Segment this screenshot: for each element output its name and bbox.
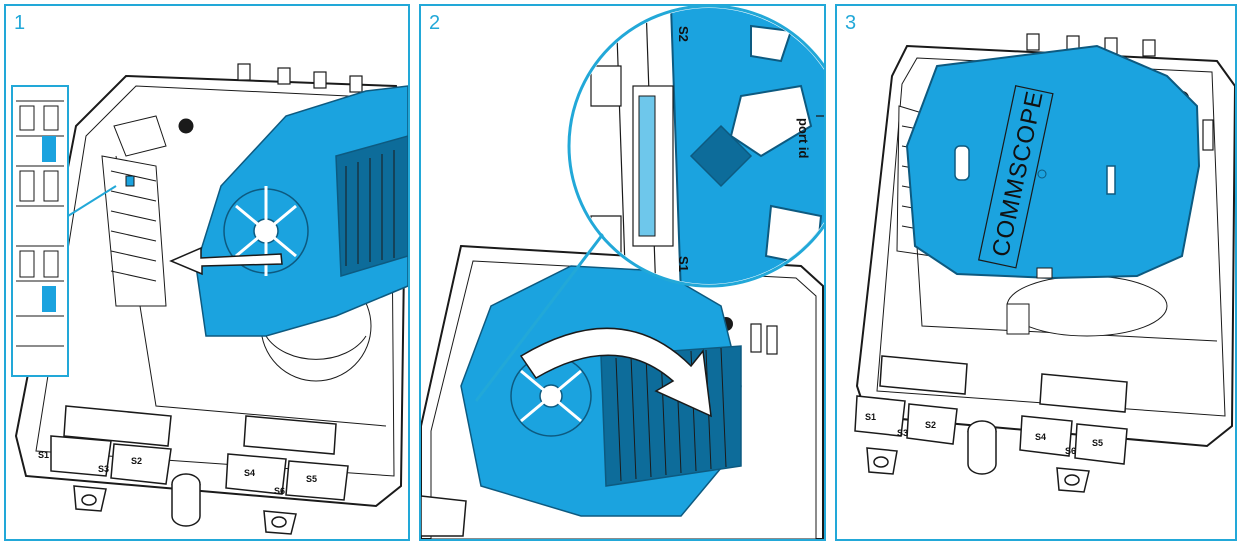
- label-s5: S5: [306, 474, 317, 484]
- label-s2: S2: [131, 456, 142, 466]
- label-s5: S5: [1092, 438, 1103, 448]
- splice-holders: [101, 155, 167, 307]
- label-s1: S1: [38, 450, 49, 460]
- right-clips: [750, 323, 778, 355]
- step-3-illustration: COMMSCOPE S1 S3 S2 S4 S6 S5: [854, 33, 1235, 493]
- label-port-id: port id: [796, 118, 811, 158]
- cable-ports: [421, 495, 467, 537]
- cable-ports: [854, 355, 1128, 493]
- tray-center-mark: [1037, 169, 1047, 179]
- step-1-panel: 1: [4, 4, 410, 541]
- splice-tray: [195, 85, 408, 337]
- step-number: 1: [14, 12, 26, 34]
- step-1-illustration: S1 S3 S2 S4 S6 S5: [11, 63, 408, 535]
- cable-ports: [50, 405, 349, 535]
- brand-label-box: [978, 85, 1054, 269]
- label-s3: S3: [897, 428, 908, 438]
- label-s2: S2: [676, 26, 691, 42]
- label-s6: S6: [274, 486, 285, 496]
- label-s4: S4: [1035, 432, 1046, 442]
- label-s2: S2: [925, 420, 936, 430]
- step-2-illustration: port id S2 S1: [421, 6, 824, 539]
- step-2-panel: 2: [419, 4, 826, 541]
- port-labels: S1 S3 S2 S4 S6 S5: [38, 450, 317, 496]
- tray-latch: [954, 145, 970, 181]
- slide-arrow: [169, 246, 283, 276]
- magnified-detail: port id S2 S1: [474, 6, 824, 402]
- label-s1: S1: [865, 412, 876, 422]
- step-3-panel: 3: [835, 4, 1237, 541]
- label-s4: S4: [244, 468, 255, 478]
- rotate-arrow: [519, 327, 712, 418]
- label-s1: S1: [676, 256, 691, 272]
- tray-slot: [1106, 165, 1116, 195]
- label-s3: S3: [98, 464, 109, 474]
- port-labels: S1 S3 S2 S4 S6 S5: [865, 412, 1103, 456]
- detail-inset: [11, 85, 117, 377]
- step-number: 2: [429, 12, 441, 34]
- step-number: 3: [845, 12, 857, 34]
- top-hinge-tabs: [237, 63, 363, 93]
- splice-tray-closed: COMMSCOPE: [905, 44, 1201, 280]
- label-s6: S6: [1065, 446, 1076, 456]
- inner-frame: [916, 245, 1218, 342]
